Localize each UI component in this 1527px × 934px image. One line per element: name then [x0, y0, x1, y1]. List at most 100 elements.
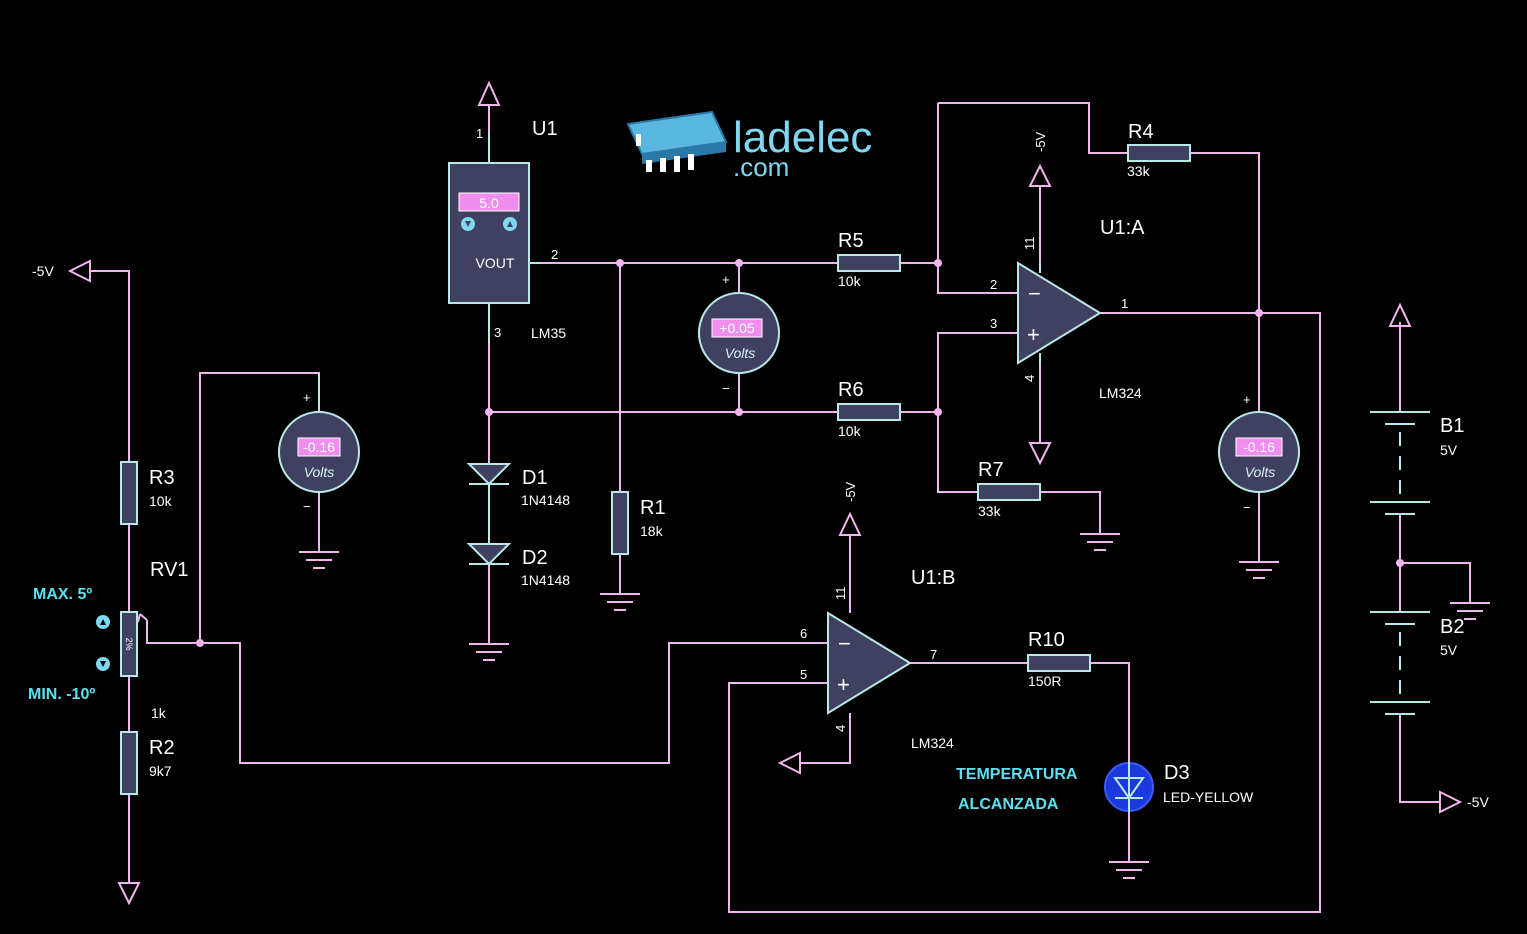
- r6-value: 10k: [838, 423, 862, 439]
- opamp-a-part: LM324: [1099, 385, 1142, 401]
- ground-icon: [299, 551, 339, 569]
- vm-out-minus: −: [1243, 500, 1251, 515]
- vm-diff-unit: Volts: [725, 345, 756, 361]
- r3-value: 10k: [149, 493, 173, 509]
- ground-icon: [1109, 861, 1149, 879]
- increase-arrow-icon[interactable]: [503, 217, 517, 231]
- ground-icon: [469, 643, 509, 661]
- r5-value: 10k: [838, 273, 862, 289]
- resistor-r2[interactable]: R2 9k7: [120, 731, 175, 795]
- opamp-b-pin-inv: 6: [800, 626, 807, 641]
- led-d3[interactable]: D3 LED-YELLOW: [1104, 762, 1254, 812]
- opamp-u1b[interactable]: − + 6 5 7 11 4 U1:B LM324: [800, 567, 955, 751]
- vm-pot-unit: Volts: [304, 464, 335, 480]
- pot-value: 1k: [151, 705, 167, 721]
- plus-icon: +: [837, 672, 850, 697]
- logo-domain: .com: [733, 152, 789, 182]
- resistor-r3[interactable]: R3 10k: [120, 461, 175, 525]
- r4-value: 33k: [1127, 163, 1151, 179]
- vm-diff-plus: +: [722, 272, 730, 287]
- battery-b2[interactable]: B2 5V: [1370, 611, 1464, 715]
- r1-value: 18k: [640, 523, 664, 539]
- chip-icon: [626, 110, 728, 172]
- sensor-ref: U1: [532, 118, 558, 140]
- r4-ref: R4: [1128, 121, 1154, 143]
- ground-icon: [1239, 561, 1279, 579]
- sensor-display-value: 5.0: [479, 195, 499, 211]
- increase-arrow-icon[interactable]: [96, 615, 110, 629]
- b2-value: 5V: [1440, 642, 1458, 658]
- opamp-b-pin-vpos: 11: [833, 587, 848, 601]
- potentiometer-rv1[interactable]: 2% RV1 1k MAX. 5º MIN. -10º: [28, 559, 189, 721]
- battery-b1[interactable]: B1 5V: [1370, 411, 1464, 515]
- b1-ref: B1: [1440, 415, 1464, 437]
- pot-wiper: 2%: [124, 637, 134, 650]
- power-arrow-down-icon: [1028, 363, 1052, 466]
- opamp-a-supply-label: -5V: [1033, 131, 1048, 152]
- r3-ref: R3: [149, 467, 175, 489]
- decrease-arrow-icon[interactable]: [96, 657, 110, 671]
- power-arrow-down-icon: [117, 882, 141, 906]
- power-symbols: [67, 80, 1463, 906]
- resistor-r1[interactable]: R1 18k: [611, 491, 666, 555]
- r2-ref: R2: [149, 737, 175, 759]
- supply-label-right: -5V: [1467, 794, 1489, 810]
- opamp-a-pin-inv: 2: [990, 277, 997, 292]
- resistor-r10[interactable]: R10 150R: [1027, 629, 1091, 689]
- minus-icon: −: [838, 631, 851, 656]
- ground-symbols: [299, 533, 1490, 879]
- voltmeter-pot[interactable]: -0.16 Volts + −: [278, 373, 360, 514]
- supply-label-left: -5V: [32, 263, 54, 279]
- sensor-pin-gnd: 3: [494, 325, 501, 340]
- vm-out-reading: -0.16: [1243, 439, 1275, 455]
- decrease-arrow-icon[interactable]: [461, 217, 475, 231]
- opamp-u1a[interactable]: − + 2 3 1 11 4 U1:A LM324: [990, 217, 1145, 401]
- b1-value: 5V: [1440, 442, 1458, 458]
- power-arrow-left-icon: [67, 259, 91, 283]
- wiper-arrow-icon: [137, 613, 148, 623]
- junctions: [196, 259, 1404, 647]
- d3-part: LED-YELLOW: [1163, 789, 1254, 805]
- vm-out-unit: Volts: [1245, 464, 1276, 480]
- r1-ref: R1: [640, 497, 666, 519]
- voltmeter-diff[interactable]: +0.05 Volts + −: [698, 272, 780, 396]
- power-arrow-left-icon: [777, 713, 851, 775]
- vm-diff-reading: +0.05: [719, 320, 755, 336]
- vm-diff-minus: −: [722, 381, 730, 396]
- r7-value: 33k: [978, 503, 1002, 519]
- lm35-sensor[interactable]: 5.0 VOUT 1 2 3 U1 LM35: [448, 118, 566, 343]
- r2-value: 9k7: [149, 763, 172, 779]
- d3-ref: D3: [1164, 762, 1190, 784]
- power-arrow-up-icon: [1388, 302, 1412, 412]
- resistor-r4[interactable]: R4 33k: [1127, 121, 1191, 179]
- r10-value: 150R: [1028, 673, 1061, 689]
- vm-out-plus: +: [1243, 392, 1251, 407]
- d1-part: 1N4148: [521, 492, 570, 508]
- d2-part: 1N4148: [521, 572, 570, 588]
- ground-icon: [1450, 602, 1490, 620]
- power-arrow-up-icon: [1028, 163, 1052, 263]
- resistor-r7[interactable]: R7 33k: [977, 459, 1041, 519]
- opamp-b-pin-noninv: 5: [800, 667, 807, 682]
- logo-brand: ladelec: [733, 113, 872, 162]
- sensor-display: [458, 192, 520, 212]
- opamp-a-ref: U1:A: [1100, 217, 1145, 239]
- opamp-a-pin-vneg: 4: [1022, 375, 1037, 382]
- ladelec-logo: ladelec .com: [626, 110, 872, 182]
- opamp-a-pin-noninv: 3: [990, 316, 997, 331]
- diode-d2[interactable]: D2 1N4148: [466, 543, 570, 588]
- resistor-r6[interactable]: R6 10k: [837, 379, 901, 439]
- diode-d1[interactable]: D1 1N4148: [466, 462, 570, 544]
- opamp-b-part: LM324: [911, 735, 954, 751]
- vm-pot-reading: -0.16: [303, 439, 335, 455]
- opamp-a-pin-vpos: 11: [1022, 237, 1037, 251]
- sensor-output-label: VOUT: [476, 255, 515, 271]
- ground-icon: [600, 593, 640, 611]
- voltmeter-out[interactable]: -0.16 Volts + −: [1218, 392, 1300, 515]
- d2-ref: D2: [522, 547, 548, 569]
- wires: [90, 102, 1471, 913]
- r5-ref: R5: [838, 230, 864, 252]
- resistor-r5[interactable]: R5 10k: [837, 230, 901, 289]
- vm-pot-minus: −: [303, 499, 311, 514]
- opamp-b-pin-out: 7: [930, 647, 937, 662]
